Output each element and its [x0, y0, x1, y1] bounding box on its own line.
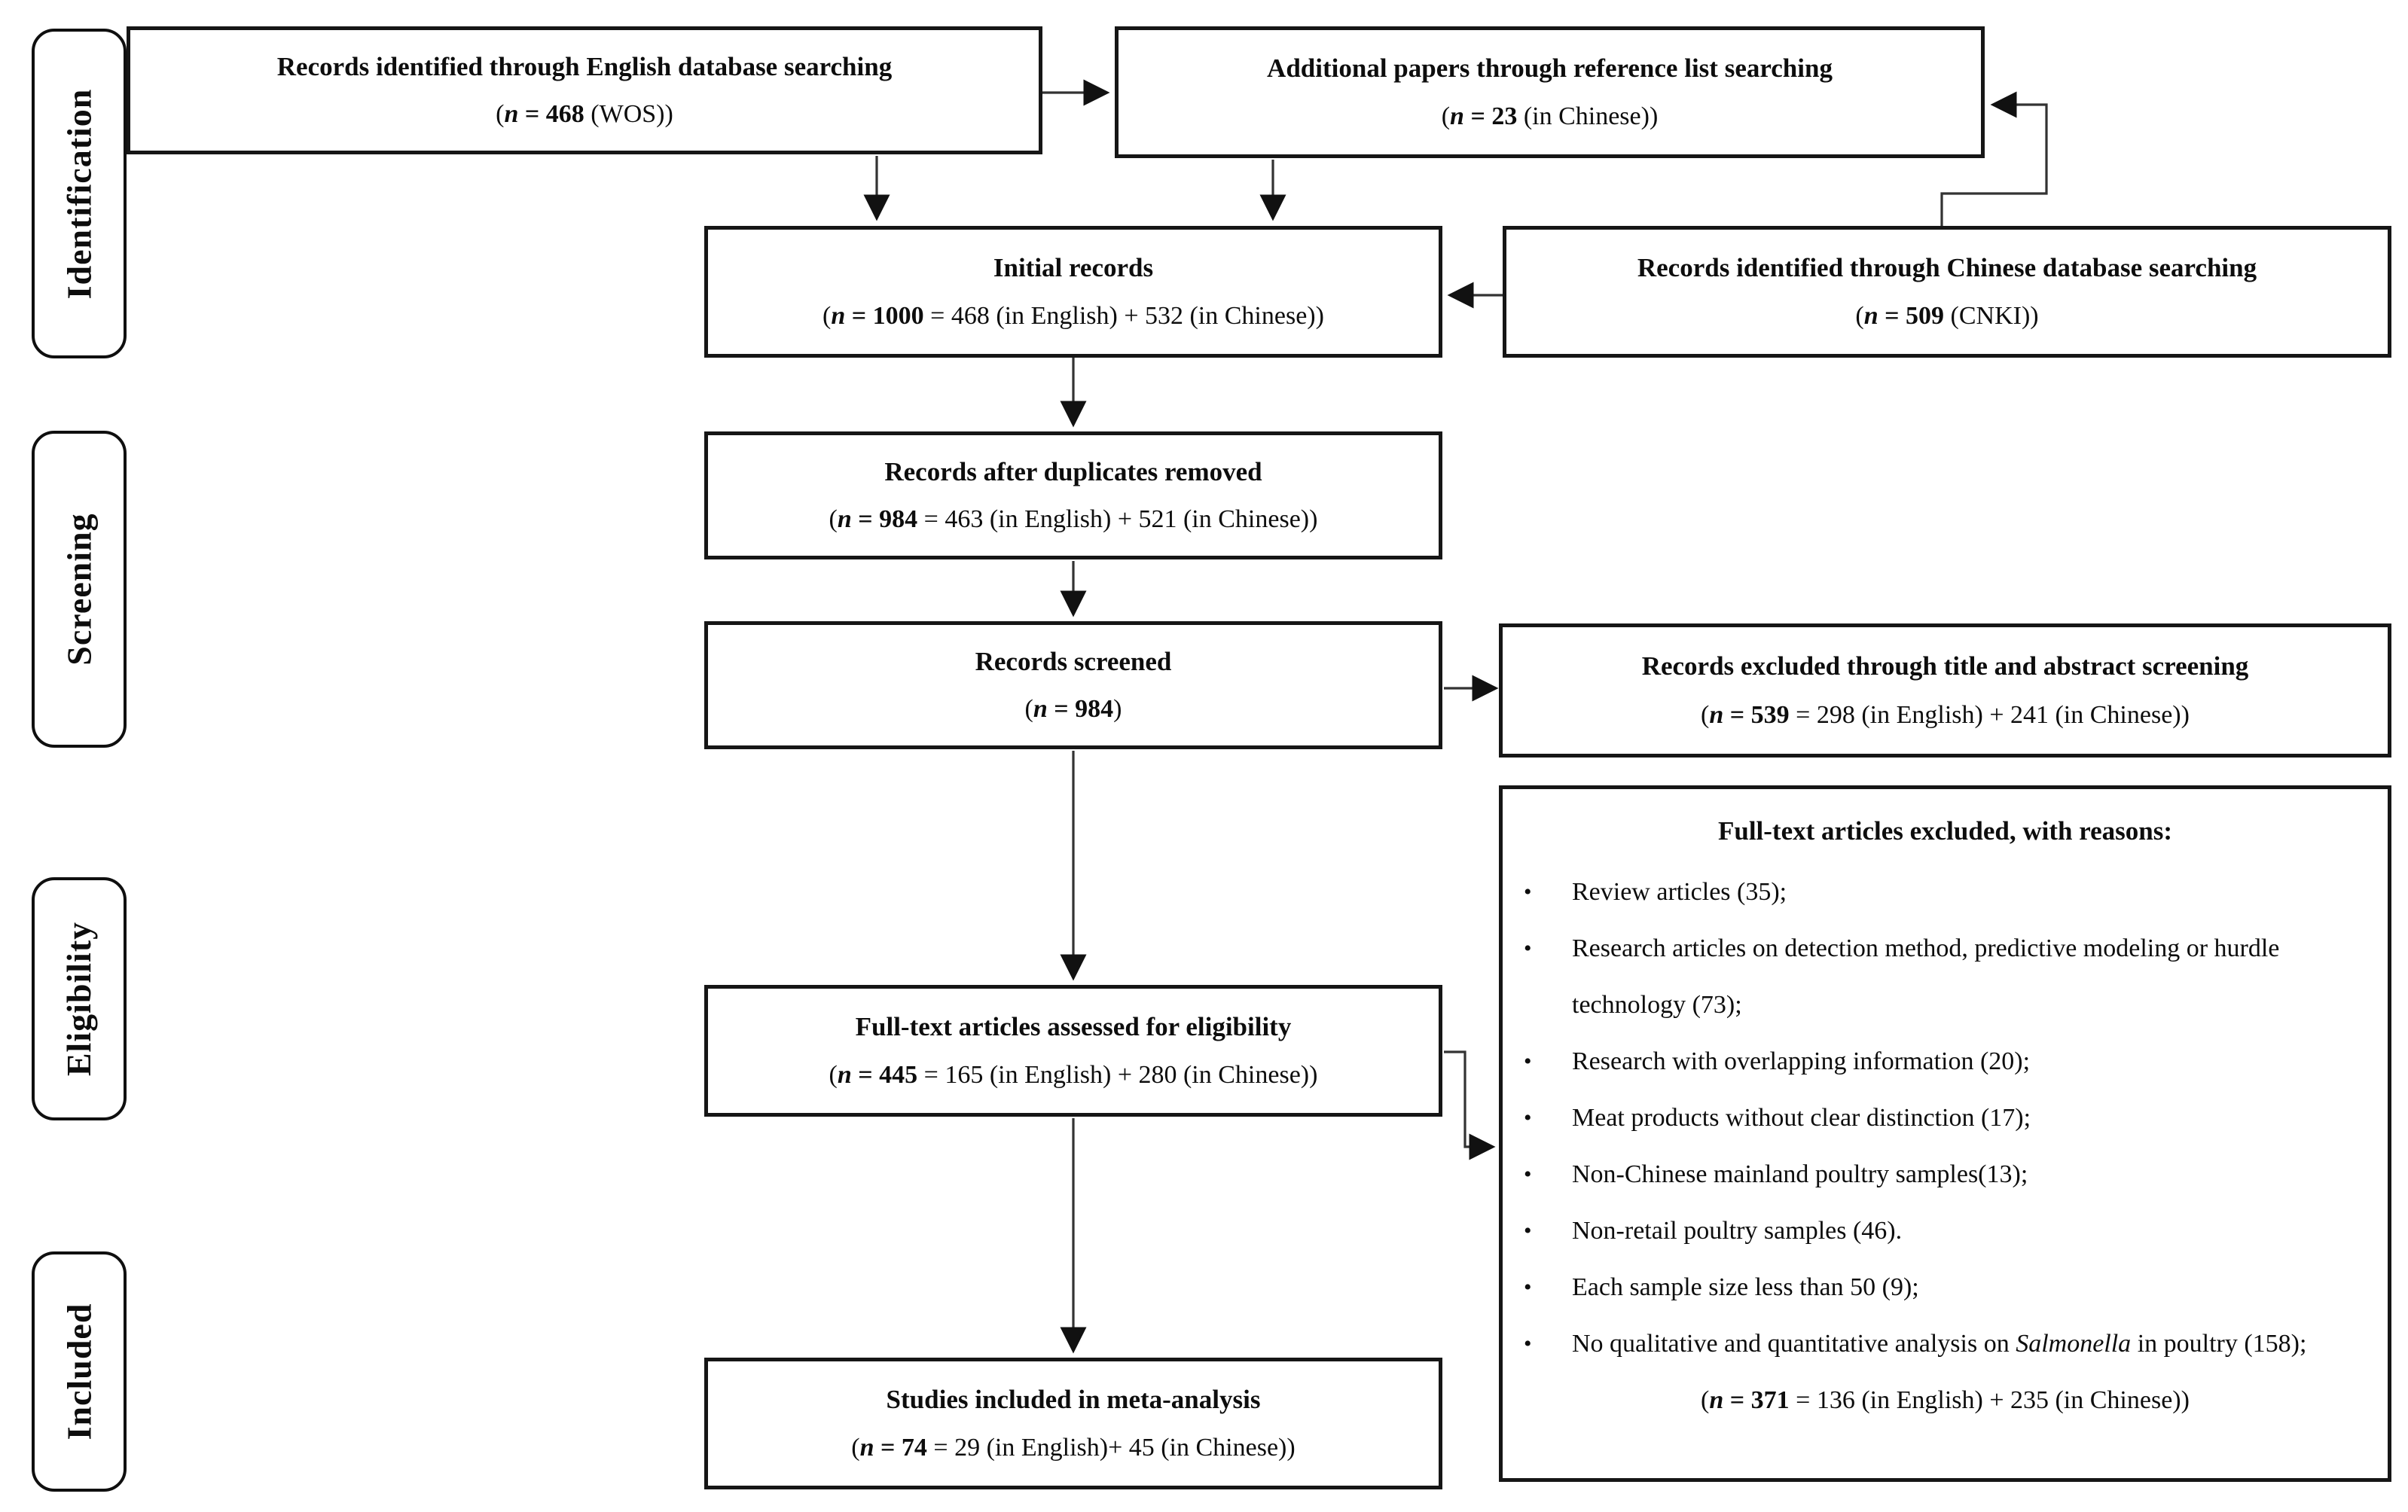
- bullet-icon: •: [1524, 1105, 1532, 1130]
- box-fulltext-excluded-reasons: Full-text articles excluded, with reason…: [1499, 785, 2391, 1482]
- exclusion-reason-text: Research articles on detection method, p…: [1572, 934, 2280, 1019]
- exclusion-reason-text: Review articles (35);: [1572, 878, 1787, 906]
- box-records-screened: Records screened (n = 984): [704, 621, 1442, 749]
- exclusion-reason-item: • Research with overlapping information (…: [1524, 1033, 2330, 1090]
- box-title: Records identified through Chinese datab…: [1637, 252, 2257, 282]
- box-count: (n = 984 = 463 (in English) + 521 (in Ch…: [829, 505, 1318, 533]
- box-count: (n = 509 (CNKI)): [1855, 302, 2039, 331]
- box-title: Records identified through English datab…: [276, 51, 893, 81]
- box-title: Studies included in meta-analysis: [886, 1384, 1261, 1414]
- reasons-title: Full-text articles excluded, with reason…: [1717, 816, 2172, 846]
- bullet-icon: •: [1524, 1162, 1532, 1187]
- stage-label-identification: Identification: [32, 29, 127, 358]
- bullet-icon: •: [1524, 1331, 1532, 1356]
- bullet-icon: •: [1524, 879, 1532, 904]
- exclusion-reason-text: Meat products without clear distinction …: [1572, 1104, 2031, 1132]
- exclusion-reason-item: • Research articles on detection method, …: [1524, 920, 2330, 1033]
- stage-label-text: Identification: [60, 88, 99, 299]
- box-count: (n = 539 = 298 (in English) + 241 (in Ch…: [1701, 701, 2190, 730]
- stage-label-screening: Screening: [32, 431, 127, 748]
- bullet-icon: •: [1524, 1218, 1532, 1243]
- box-title: Additional papers through reference list…: [1267, 53, 1833, 83]
- box-records-chinese-db: Records identified through Chinese datab…: [1503, 226, 2391, 358]
- box-count: (n = 74 = 29 (in English)+ 45 (in Chines…: [851, 1434, 1296, 1462]
- exclusion-reason-text: Non-Chinese mainland poultry samples(13)…: [1572, 1160, 2028, 1188]
- stage-label-text: Screening: [60, 513, 99, 666]
- box-title: Records screened: [975, 646, 1172, 676]
- exclusion-reason-text: No qualitative and quantitative analysis…: [1572, 1330, 2307, 1358]
- stage-label-text: Included: [60, 1303, 99, 1440]
- box-count: (n = 984): [1024, 695, 1122, 723]
- exclusion-reason-text: Research with overlapping information (2…: [1572, 1047, 2031, 1075]
- box-included-meta-analysis: Studies included in meta-analysis (n = 7…: [704, 1358, 1442, 1489]
- stage-label-eligibility: Eligibility: [32, 877, 127, 1120]
- box-excluded-title-abstract: Records excluded through title and abstr…: [1499, 623, 2391, 758]
- exclusion-reason-item: • Non-Chinese mainland poultry samples(13…: [1524, 1146, 2330, 1203]
- exclusion-reason-item: • Non-retail poultry samples (46).: [1524, 1203, 2330, 1259]
- box-after-duplicates: Records after duplicates removed (n = 98…: [704, 431, 1442, 559]
- bullet-icon: •: [1524, 936, 1532, 961]
- stage-label-included: Included: [32, 1251, 127, 1492]
- bullet-icon: •: [1524, 1275, 1532, 1300]
- exclusion-reason-item: • Review articles (35);: [1524, 864, 2330, 920]
- box-title: Initial records: [993, 252, 1154, 282]
- box-count: (n = 468 (WOS)): [496, 100, 673, 128]
- exclusion-reason-text: Non-retail poultry samples (46).: [1572, 1217, 1903, 1245]
- reasons-count: (n = 371 = 136 (in English) + 235 (in Ch…: [1701, 1386, 2190, 1414]
- exclusion-reason-text: Each sample size less than 50 (9);: [1572, 1273, 1919, 1301]
- box-records-english-db: Records identified through English datab…: [127, 26, 1042, 154]
- box-title: Records excluded through title and abstr…: [1641, 651, 2249, 681]
- exclusion-reason-item: • Each sample size less than 50 (9);: [1524, 1259, 2330, 1315]
- box-count: (n = 23 (in Chinese)): [1441, 102, 1659, 131]
- exclusion-reason-item: • Meat products without clear distinction…: [1524, 1090, 2330, 1146]
- connector-fulltext-to-reasons: [1444, 1050, 1496, 1160]
- box-additional-reference-list: Additional papers through reference list…: [1115, 26, 1985, 158]
- exclusion-reason-list: • Review articles (35); • Research articles…: [1524, 864, 2330, 1372]
- box-title: Full-text articles assessed for eligibil…: [855, 1011, 1292, 1041]
- exclusion-reason-item: • No qualitative and quantitative analysi…: [1524, 1315, 2330, 1372]
- box-fulltext-assessed: Full-text articles assessed for eligibil…: [704, 985, 1442, 1117]
- box-initial-records: Initial records (n = 1000 = 468 (in Engl…: [704, 226, 1442, 358]
- box-count: (n = 1000 = 468 (in English) + 532 (in C…: [823, 302, 1324, 331]
- stage-label-text: Eligibility: [60, 921, 99, 1077]
- box-count: (n = 445 = 165 (in English) + 280 (in Ch…: [829, 1061, 1318, 1090]
- box-title: Records after duplicates removed: [884, 456, 1262, 486]
- bullet-icon: •: [1524, 1049, 1532, 1074]
